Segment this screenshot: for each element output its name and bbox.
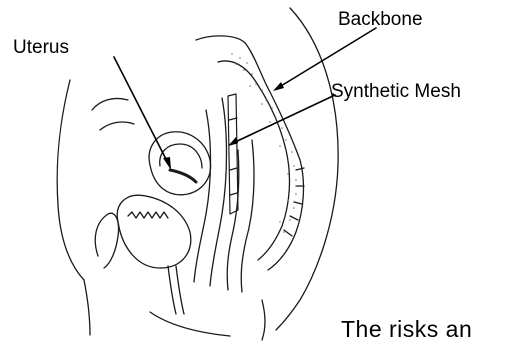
backbone-outline <box>196 36 303 270</box>
body-front-contour <box>57 80 90 335</box>
pubic-bone <box>95 213 118 268</box>
urethra <box>168 266 176 314</box>
thigh-contour <box>150 312 230 336</box>
bladder <box>117 195 191 268</box>
backbone-pointer <box>276 28 376 89</box>
uterus-label: Uterus <box>13 38 69 57</box>
synthetic-mesh-strip <box>228 94 238 214</box>
caption-text: The risks an <box>341 318 472 341</box>
vaginal-canal <box>194 110 211 282</box>
uterine-cavity <box>170 170 196 182</box>
backbone-arrowhead <box>273 82 284 91</box>
backbone-label: Backbone <box>338 10 423 29</box>
uterus-arrowhead <box>163 157 171 170</box>
synthetic-mesh-label: Synthetic Mesh <box>331 82 461 101</box>
uterus-pointer <box>114 57 170 167</box>
